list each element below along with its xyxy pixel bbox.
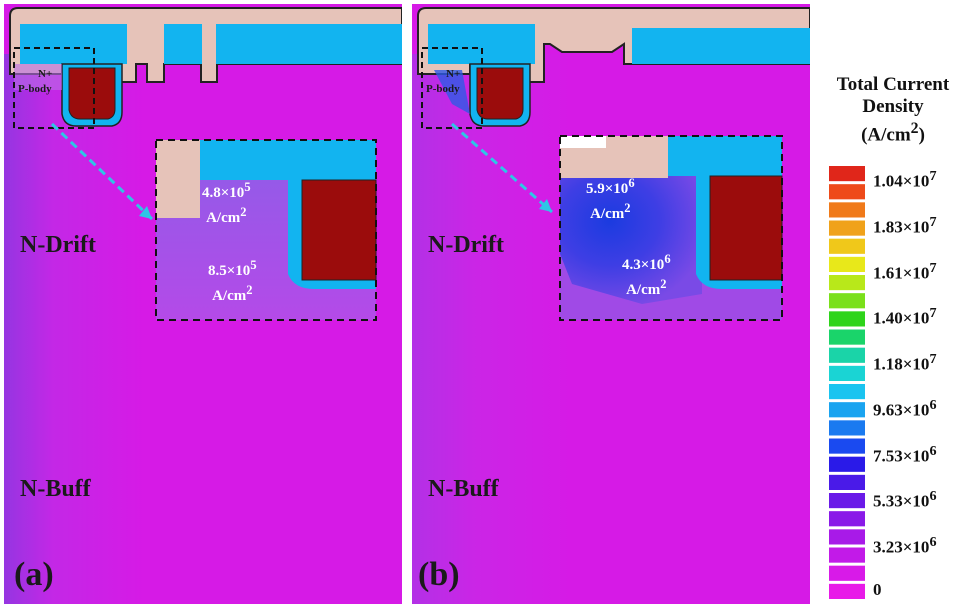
- colorbar-swatch: [829, 365, 865, 381]
- colorbar-swatch: [829, 329, 865, 345]
- colorbar-swatch: [829, 420, 865, 436]
- colorbar-swatch: [829, 311, 865, 327]
- colorbar-swatch: [829, 402, 865, 418]
- panel-b: N+ P-body N-Drift N-Buff (b) 5.9×106 A/c…: [412, 4, 810, 604]
- colorbar-swatch: [829, 474, 865, 490]
- colorbar-swatch: [829, 220, 865, 236]
- legend-tick-label: 1.40×107: [873, 305, 937, 328]
- panel-b-id: (b): [418, 556, 460, 593]
- n-plus-label: N+: [38, 68, 53, 80]
- colorbar-swatch: [829, 493, 865, 509]
- colorbar-swatch: [829, 275, 865, 291]
- colorbar-swatch: [829, 166, 865, 182]
- colorbar-swatch: [829, 384, 865, 400]
- legend-title: Total Current Density (A/cm2): [808, 74, 974, 146]
- colorbar-swatch: [829, 583, 865, 599]
- legend-title-unit: (A/cm2): [861, 120, 925, 146]
- annotation-a1: 4.8×105 A/cm2: [202, 180, 251, 226]
- legend-title-line1: Total Current: [836, 74, 950, 95]
- colorbar-swatch: [829, 256, 865, 272]
- legend-tick-label: 7.53×106: [873, 442, 937, 466]
- panel-a-id: (a): [14, 556, 54, 593]
- p-body-label: P-body: [426, 83, 460, 95]
- legend-tick-label: 1.04×107: [873, 168, 937, 191]
- colorbar-swatch: [829, 456, 865, 472]
- colorbar-swatch: [829, 529, 865, 545]
- colorbar-swatch: [829, 293, 865, 309]
- n-plus-label: N+: [446, 68, 461, 80]
- colorbar-swatch: [829, 565, 865, 581]
- colorbar-swatch: [829, 184, 865, 200]
- n-buff-label: N-Buff: [20, 476, 91, 502]
- colorbar-swatch: [829, 511, 865, 527]
- annotation-b1: 5.9×106 A/cm2: [586, 176, 635, 222]
- legend-tick-label: 0: [873, 580, 882, 599]
- n-drift-label: N-Drift: [20, 232, 96, 258]
- panel-a-diagram: [4, 4, 402, 604]
- colorbar-swatch: [829, 238, 865, 254]
- legend-tick-label: 3.23×106: [873, 534, 937, 557]
- legend-tick-label: 1.61×107: [873, 259, 937, 283]
- legend-tick-label: 9.63×106: [873, 396, 937, 420]
- panel-a: N+ P-body N-Drift N-Buff (a) 4.8×105 A/c…: [4, 4, 402, 604]
- legend-tick-label: 1.83×107: [873, 213, 937, 237]
- annotation-a2: 8.5×105 A/cm2: [208, 258, 257, 304]
- p-body-label: P-body: [18, 83, 52, 95]
- n-buff-label: N-Buff: [428, 476, 499, 502]
- colorbar-swatch: [829, 438, 865, 454]
- legend-tick-label: 1.18×107: [873, 351, 937, 374]
- n-drift-label: N-Drift: [428, 232, 504, 258]
- legend-tick-label: 5.33×106: [873, 488, 937, 512]
- colorbar-swatch: [829, 547, 865, 563]
- panel-b-diagram: [412, 4, 810, 604]
- annotation-b2: 4.3×106 A/cm2: [622, 252, 671, 298]
- legend-colorbar: [829, 166, 865, 599]
- colorbar-swatch: [829, 347, 865, 363]
- legend-title-line2: Density: [862, 96, 924, 117]
- colorbar-swatch: [829, 202, 865, 218]
